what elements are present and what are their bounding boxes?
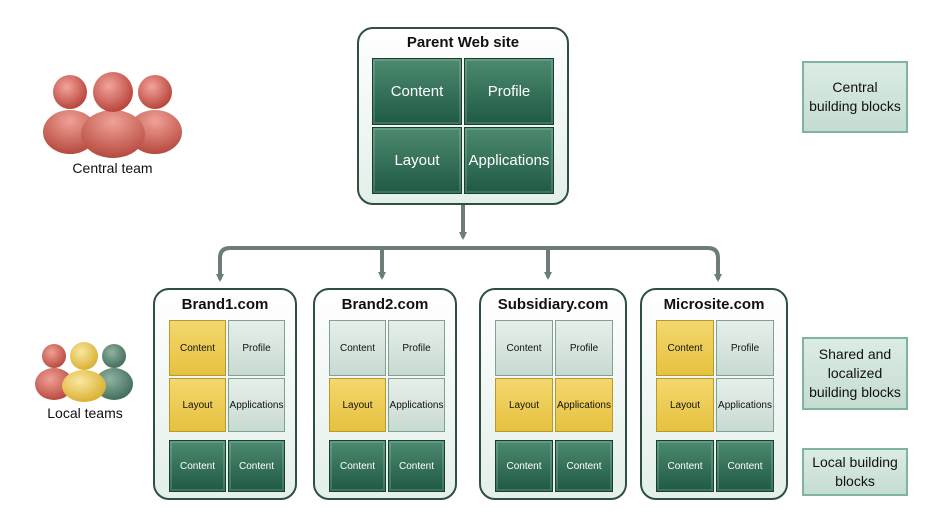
local-teams-label: Local teams xyxy=(47,405,123,421)
block-profile-brand1: Profile xyxy=(228,320,285,376)
block-content-brand1: Content xyxy=(169,320,226,376)
block-layout-brand2: Layout xyxy=(329,378,386,432)
block-profile-microsite: Profile xyxy=(716,320,774,376)
block-local-content-1-microsite: Content xyxy=(656,440,714,492)
site-title-microsite: Microsite.com xyxy=(663,296,765,313)
site-title-subsidiary: Subsidiary.com xyxy=(497,296,609,313)
parent-block-profile: Profile xyxy=(464,58,554,125)
parent-block-applications: Applications xyxy=(464,127,554,194)
block-local-content-2-brand1: Content xyxy=(228,440,285,492)
block-local-content-1-brand1: Content xyxy=(169,440,226,492)
site-title-brand1: Brand1.com xyxy=(181,296,269,313)
block-local-content-1-subsidiary: Content xyxy=(495,440,553,492)
block-profile-brand2: Profile xyxy=(388,320,445,376)
site-panel-microsite: Microsite.com Content Profile Layout App… xyxy=(640,288,788,500)
block-content-brand2: Content xyxy=(329,320,386,376)
block-local-content-2-subsidiary: Content xyxy=(555,440,613,492)
site-panel-brand1: Brand1.com Content Profile Layout Applic… xyxy=(153,288,297,500)
central-team-icon xyxy=(43,72,182,158)
parent-site-title: Parent Web site xyxy=(406,34,520,51)
site-panel-brand2: Brand2.com Content Profile Layout Applic… xyxy=(313,288,457,500)
local-teams-icon xyxy=(35,342,133,402)
parent-block-layout: Layout xyxy=(372,127,462,194)
block-layout-subsidiary: Layout xyxy=(495,378,553,432)
block-applications-brand2: Applications xyxy=(388,378,445,432)
block-applications-brand1: Applications xyxy=(228,378,285,432)
branch-line xyxy=(218,246,720,276)
block-layout-microsite: Layout xyxy=(656,378,714,432)
site-panel-subsidiary: Subsidiary.com Content Profile Layout Ap… xyxy=(479,288,627,500)
central-team-label: Central team xyxy=(72,160,153,176)
block-applications-microsite: Applications xyxy=(716,378,774,432)
block-content-microsite: Content xyxy=(656,320,714,376)
legend-local-building-blocks: Local building blocks xyxy=(802,448,908,496)
block-local-content-2-brand2: Content xyxy=(388,440,445,492)
site-title-brand2: Brand2.com xyxy=(341,296,429,313)
legend-central-building-blocks: Central building blocks xyxy=(802,61,908,133)
block-applications-subsidiary: Applications xyxy=(555,378,613,432)
block-layout-brand1: Layout xyxy=(169,378,226,432)
legend-shared-localized-building-blocks: Shared and localized building blocks xyxy=(802,337,908,410)
block-local-content-1-brand2: Content xyxy=(329,440,386,492)
block-content-subsidiary: Content xyxy=(495,320,553,376)
block-profile-subsidiary: Profile xyxy=(555,320,613,376)
parent-block-content: Content xyxy=(372,58,462,125)
parent-site-panel: Parent Web site Content Profile Layout A… xyxy=(357,27,569,205)
block-local-content-2-microsite: Content xyxy=(716,440,774,492)
